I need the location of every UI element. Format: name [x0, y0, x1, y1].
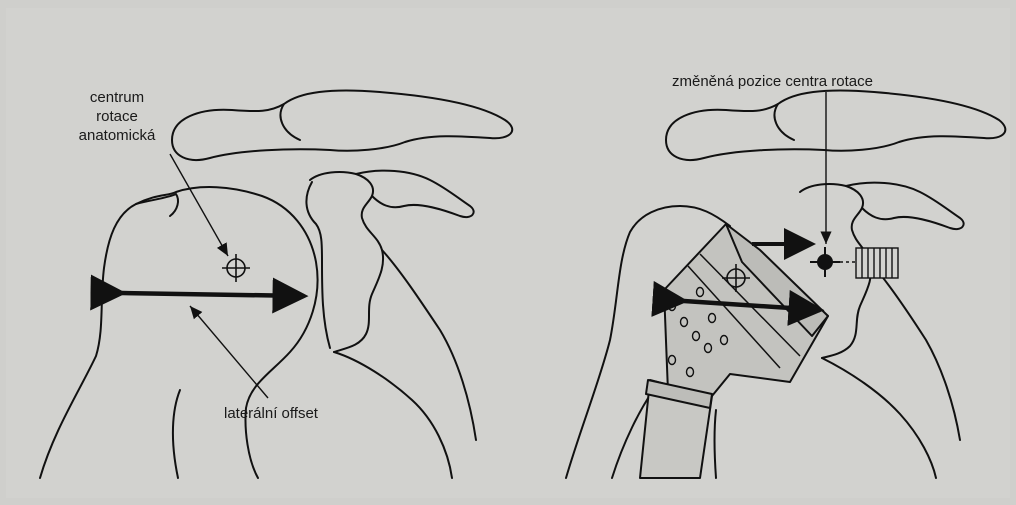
lateral-offset-label: laterální offset [224, 404, 318, 423]
rotation-center-label-line-2: rotace [52, 107, 182, 126]
rotation-center-label-line-3: anatomická [52, 126, 182, 145]
rotation-center-label-line-1: centrum [52, 88, 182, 107]
changed-center-label: změněná pozice centra rotace [672, 72, 873, 91]
rotation-center-label: centrum rotace anatomická [52, 88, 182, 145]
left-lateral-offset-arrow [122, 293, 304, 296]
